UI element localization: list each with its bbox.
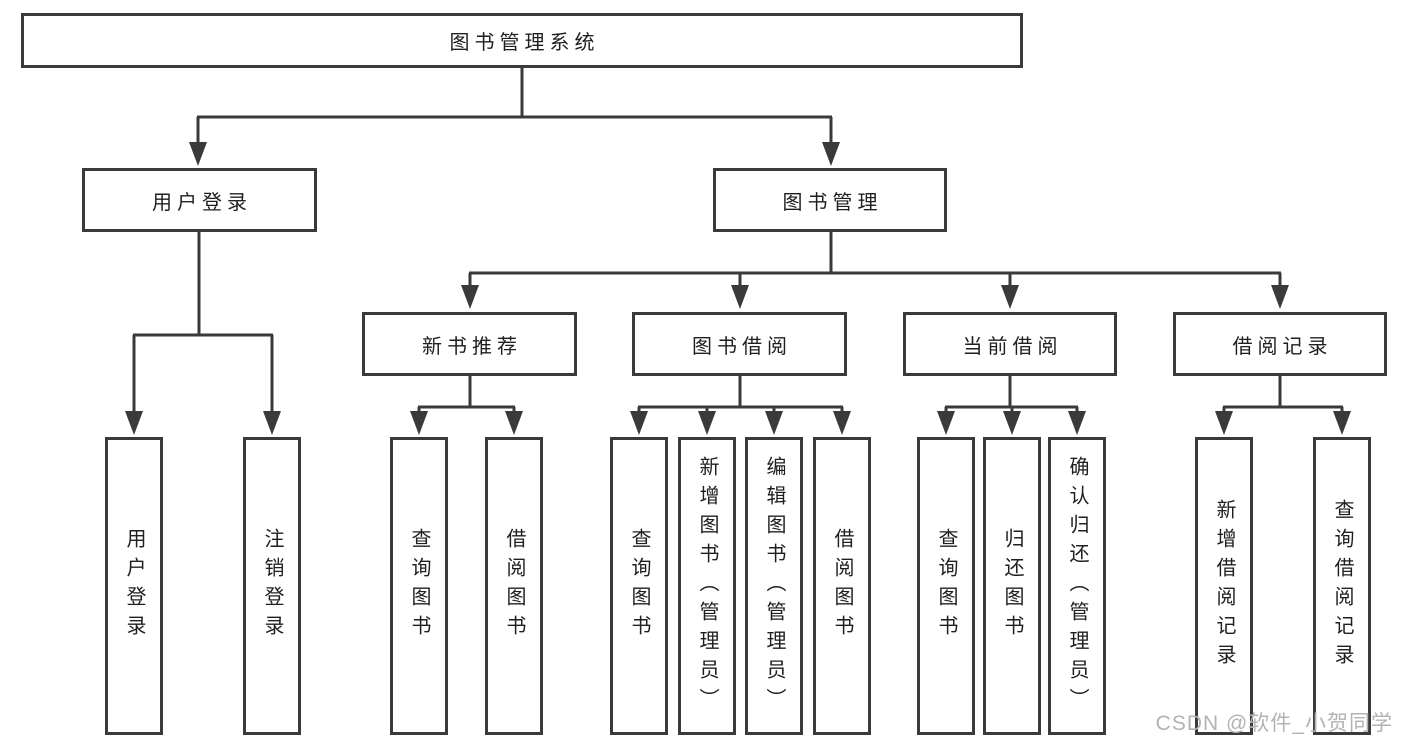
node-book-management: 图书管理 xyxy=(713,168,947,232)
csdn-watermark: CSDN @软件_小贺同学 xyxy=(1155,712,1393,735)
node-br-add-record: 新增借阅记录 xyxy=(1195,437,1253,735)
node-bb-add-books-admin: 新增图书（管理员） xyxy=(678,437,736,735)
node-user-login: 用户登录 xyxy=(105,437,163,735)
node-root: 图书管理系统 xyxy=(21,13,1023,68)
node-book-borrow: 图书借阅 xyxy=(632,312,847,376)
node-logout-login: 注销登录 xyxy=(243,437,301,735)
node-user-login-group: 用户登录 xyxy=(82,168,317,232)
node-bb-edit-books-admin: 编辑图书（管理员） xyxy=(745,437,803,735)
node-cb-confirm-return-admin: 确认归还（管理员） xyxy=(1048,437,1106,735)
node-rec-query-books: 查询图书 xyxy=(390,437,448,735)
node-borrow-records: 借阅记录 xyxy=(1173,312,1387,376)
node-rec-borrow-books: 借阅图书 xyxy=(485,437,543,735)
node-current-borrow: 当前借阅 xyxy=(903,312,1117,376)
node-bb-query-books: 查询图书 xyxy=(610,437,668,735)
node-bb-borrow-books: 借阅图书 xyxy=(813,437,871,735)
node-cb-query-books: 查询图书 xyxy=(917,437,975,735)
node-cb-return-books: 归还图书 xyxy=(983,437,1041,735)
node-br-query-record: 查询借阅记录 xyxy=(1313,437,1371,735)
node-new-book-recommend: 新书推荐 xyxy=(362,312,577,376)
